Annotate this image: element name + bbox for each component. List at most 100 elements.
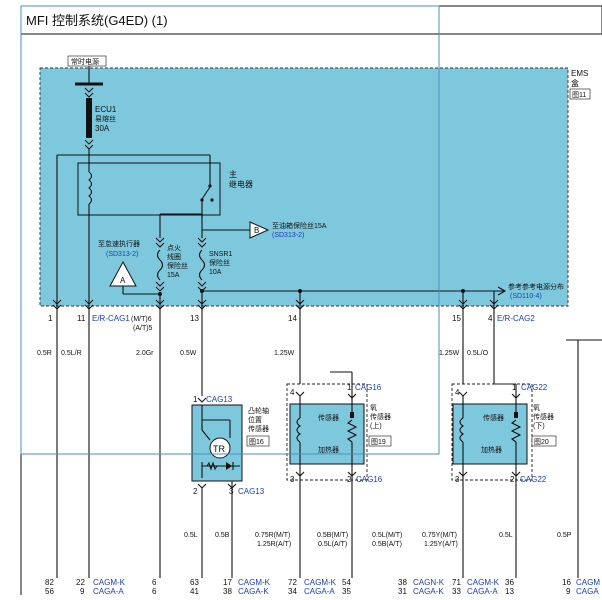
cam-conn-top: CAG13 xyxy=(206,395,233,404)
cam-ref: 图16 xyxy=(249,438,264,446)
o2l-pin4: 4 xyxy=(455,388,460,397)
ems-label: EMS xyxy=(571,69,588,78)
lower-wire-labels: 0.5L 0.5B 0.75R(M/T) 1.25R(A/T) 0.5B(M/T… xyxy=(184,532,572,548)
bp-c8a: 71 xyxy=(452,578,461,587)
bp-c2-conn1: CAGM-K xyxy=(93,578,126,587)
lower-wire-d1: 0.5B(M/T) xyxy=(317,532,348,539)
o2l-pin3: 3 xyxy=(455,475,460,484)
o2l-conn-bottom: CAG22 xyxy=(520,475,547,484)
bp-c8c: 36 xyxy=(505,578,514,587)
connector-a-letter: A xyxy=(120,276,126,285)
lower-wire-h: 0.5P xyxy=(557,532,572,539)
cam-line1: 凸轮轴 xyxy=(248,406,269,415)
bp-c5b: 38 xyxy=(223,587,232,595)
wire-label-7: 0.5L/O xyxy=(467,350,489,357)
wire-label-3: 2.0Gr xyxy=(136,350,154,357)
o2l-sensor-label: 传感器 xyxy=(483,413,504,422)
bp-c9b: 9 xyxy=(566,587,571,595)
ign-fuse-rating: 15A xyxy=(167,272,180,279)
lower-wire-f2: 1.25Y(A/T) xyxy=(424,541,458,548)
o2u-pin1: 1 xyxy=(347,383,352,392)
snsr1-rating: 10A xyxy=(209,269,222,276)
ignition-fuse: 点火 线圈 保险丝 15A xyxy=(155,214,188,322)
lower-wire-g: 0.5L xyxy=(499,532,513,539)
connector-a: 至怠速执行器 (SD313-2) A xyxy=(98,239,160,295)
pin-11: 11 xyxy=(77,314,86,323)
lower-wire-b: 0.5B xyxy=(215,532,230,539)
bp-c5-conn2: CAGA-K xyxy=(238,587,269,595)
o2u-pin2: 2 xyxy=(347,475,352,484)
lower-wire-f1: 0.75Y(M/T) xyxy=(422,532,457,539)
relay-line1: 主 xyxy=(229,169,237,179)
wire-label-5: 1.25W xyxy=(274,350,295,357)
o2l-ref: 图20 xyxy=(534,438,549,446)
harness-wires xyxy=(56,322,495,578)
pin-1: 1 xyxy=(48,314,53,323)
ign-fuse-line2: 线圈 xyxy=(167,252,181,261)
o2u-ref: 图19 xyxy=(371,438,386,446)
bp-c8-conn1: CAGM-K xyxy=(467,578,500,587)
o2u-heater-label: 加热器 xyxy=(318,445,339,454)
o2l-line2: 传感器 xyxy=(533,412,554,421)
pin-13: 13 xyxy=(190,314,199,323)
o2-sensor-lower: 4 1 CAG22 传感器 加热器 氧 传感器 (下) 图20 3 2 CAG2… xyxy=(451,383,557,578)
cam-element: TR xyxy=(213,444,225,454)
bp-c7-conn1: CAGN-K xyxy=(413,578,445,587)
connector-a-ref: (SD313-2) xyxy=(106,251,138,258)
power-source: 常时电源 xyxy=(67,55,107,86)
lower-wire-e2: 0.5B(A/T) xyxy=(372,541,402,548)
o2l-line3: (下) xyxy=(533,422,545,430)
bp-c8b: 33 xyxy=(452,587,461,595)
o2u-pin4: 4 xyxy=(290,388,295,397)
ign-fuse-line3: 保险丝 xyxy=(167,261,188,270)
cam-line3: 传感器 xyxy=(248,424,269,433)
o2l-line1: 氧 xyxy=(533,403,540,412)
bp-c1b: 56 xyxy=(45,587,54,595)
ems-ref: 图11 xyxy=(572,91,586,99)
o2l-pin1: 1 xyxy=(512,383,517,392)
bp-c2-conn2: CAGA-A xyxy=(93,587,124,595)
bp-c2b: 9 xyxy=(80,587,85,595)
lower-wire-c2: 1.25R(A/T) xyxy=(257,541,291,548)
ref-power-ref: (SD110-4) xyxy=(510,293,542,300)
ref-power-distribution: 参考参考电源分布 (SD110-4) xyxy=(497,282,564,300)
relay-line2: 继电器 xyxy=(229,179,253,189)
connector-b-text: 至油箱保险丝15A xyxy=(272,221,327,230)
connector-b-letter: B xyxy=(254,226,259,235)
cam-pin1: 1 xyxy=(193,395,198,404)
ecu1-line2: 易熔丝 xyxy=(95,114,116,123)
o2u-sensor-label: 传感器 xyxy=(318,413,339,422)
o2u-line1: 氧 xyxy=(370,403,377,412)
ref-power-text: 参考参考电源分布 xyxy=(508,282,564,291)
lower-wire-e1: 0.5L(M/T) xyxy=(372,532,402,539)
bottom-pin-labels: 82 56 22 9 CAGM-K CAGA-A 6 6 63 41 17 38… xyxy=(45,578,600,596)
wire-label-6: 1.25W xyxy=(439,350,460,357)
bp-c6c: 54 xyxy=(342,578,351,587)
bp-c7a: 38 xyxy=(398,578,407,587)
lower-wire-a: 0.5L xyxy=(184,532,198,539)
o2l-pin2: 2 xyxy=(510,475,515,484)
snsr1-fuse: SNSR1 保险丝 10A xyxy=(197,230,232,322)
pin-14: 14 xyxy=(288,314,297,323)
bp-c3b: 6 xyxy=(152,587,157,595)
pin-5: (A/T)5 xyxy=(133,325,153,332)
bp-c3a: 6 xyxy=(152,578,157,587)
bp-c7b: 31 xyxy=(398,587,407,595)
pin-11-connector: E/R-CAG1 xyxy=(92,314,130,323)
snsr1-name: SNSR1 xyxy=(209,251,232,258)
o2u-conn-bottom: CAG16 xyxy=(356,475,383,484)
o2-sensor-upper: 4 1 CAG16 传感器 加热器 氧 传感器 (上) 图19 3 2 CAG1… xyxy=(286,383,392,578)
bp-c1a: 82 xyxy=(45,578,54,587)
ems-label-2: 盒 xyxy=(571,78,579,88)
bp-c8d: 13 xyxy=(505,587,514,595)
bp-c4b: 41 xyxy=(190,587,199,595)
ems-pin-arrows xyxy=(52,299,499,310)
bp-c8-conn2: CAGA-A xyxy=(467,587,498,595)
bp-c7-conn2: CAGA-K xyxy=(413,587,444,595)
o2u-conn-top: CAG16 xyxy=(355,383,382,392)
bp-c6d: 35 xyxy=(342,587,351,595)
bp-c6b: 34 xyxy=(288,587,297,595)
ems-pin-labels: 1 11 E/R-CAG1 (M/T)6 (A/T)5 13 14 15 4 E… xyxy=(48,314,535,332)
connector-b-ref: (SD313-2) xyxy=(272,232,304,239)
